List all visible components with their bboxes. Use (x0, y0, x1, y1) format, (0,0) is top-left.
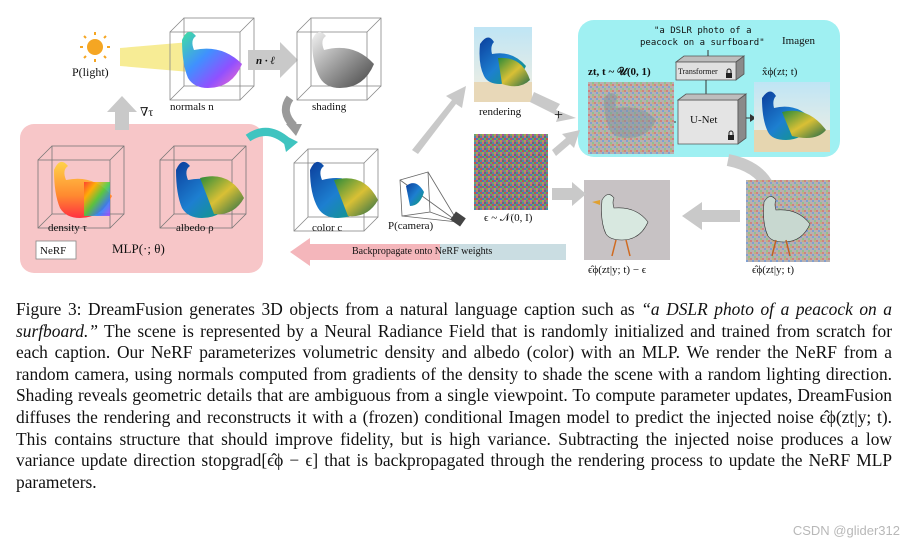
shading-peacock (312, 31, 374, 88)
rendering-image (474, 27, 532, 102)
light-beam (120, 42, 190, 72)
imagen-label: Imagen (782, 35, 815, 47)
unet-block (676, 93, 748, 145)
dreamfusion-figure: P(light) ∇τ normals n n · ℓ shading dens… (20, 17, 840, 276)
transformer-label: Transformer (678, 67, 718, 76)
color-label: color c (312, 222, 343, 234)
backprop-label: Backpropagate onto NeRF weights (352, 246, 493, 257)
grad-label: ∇τ (140, 105, 154, 119)
albedo-arrowhead (282, 134, 298, 152)
zt-image (588, 82, 674, 154)
nerf-label: NeRF (40, 245, 67, 257)
noise-image (474, 134, 548, 210)
epshat-to-diff-arrow (682, 202, 740, 230)
ndotl-label: n · ℓ (256, 55, 276, 67)
color-tail (334, 178, 378, 217)
zt-label: zt, t ~ 𝒰(0, 1) (588, 66, 651, 78)
rendering-to-zt-arrow (530, 92, 576, 122)
nerf-label-box (35, 240, 77, 260)
caption-quote: “a DSLR photo of a peacock on a surfboar… (16, 299, 893, 341)
grad-arrow (107, 96, 137, 130)
xhat-image (754, 82, 830, 152)
prompt-line2: peacock on a surfboard" (640, 38, 765, 48)
light-label: P(light) (72, 65, 109, 79)
density-tail (84, 182, 110, 216)
xhat-label: x̂ϕ(zt; t) (762, 66, 798, 78)
density-label: density τ (48, 222, 87, 234)
ndotl-arrow (248, 42, 298, 78)
shading-to-color-arrow (281, 95, 297, 129)
mlp-label: MLP(·; θ) (112, 241, 165, 256)
camera-thumbnail-peacock (406, 183, 424, 206)
figure-caption: Figure 3: DreamFusion generates 3D objec… (16, 299, 892, 493)
eps-diff-image (584, 180, 670, 260)
albedo-label: albedo ρ (176, 222, 214, 234)
albedo-tail (200, 176, 244, 215)
camera-to-rendering-arrow (412, 86, 466, 154)
figure-diagram (20, 17, 840, 273)
noise-label: ϵ ~ 𝒩(0, I) (484, 212, 533, 224)
eps-diff-label: ϵ̂ϕ(zt|y; t) − ϵ (588, 264, 647, 276)
backprop-arrow-tint (440, 244, 566, 260)
eps-hat-label: ϵ̂ϕ(zt|y; t) (752, 264, 795, 276)
shading-label: shading (312, 101, 347, 113)
watermark: CSDN @glider312 (792, 523, 900, 538)
normals-label: normals n (170, 101, 214, 113)
unet-label: U-Net (690, 114, 718, 126)
sun-icon (80, 32, 110, 62)
eps-hat-image (746, 180, 830, 262)
noise-to-diff-arrow (552, 182, 586, 206)
normals-peacock (182, 31, 242, 88)
prompt-line1: "a DSLR photo of a (654, 26, 752, 36)
unet-xhat-head (750, 114, 756, 122)
camera-label: P(camera) (388, 220, 434, 232)
transformer-block (674, 55, 746, 81)
plus-label: + (554, 107, 564, 124)
unet-lock-icon (728, 130, 734, 140)
lock-icon (726, 68, 732, 78)
rendering-label: rendering (479, 106, 522, 118)
noise-to-zt-arrow (552, 130, 580, 156)
nerf-region (20, 124, 263, 273)
caption-part2: The scene is represented by a Neural Rad… (16, 320, 892, 492)
shading-arrowhead (286, 124, 302, 136)
camera-icon (450, 211, 466, 227)
caption-part1: Figure 3: DreamFusion generates 3D objec… (16, 299, 642, 319)
